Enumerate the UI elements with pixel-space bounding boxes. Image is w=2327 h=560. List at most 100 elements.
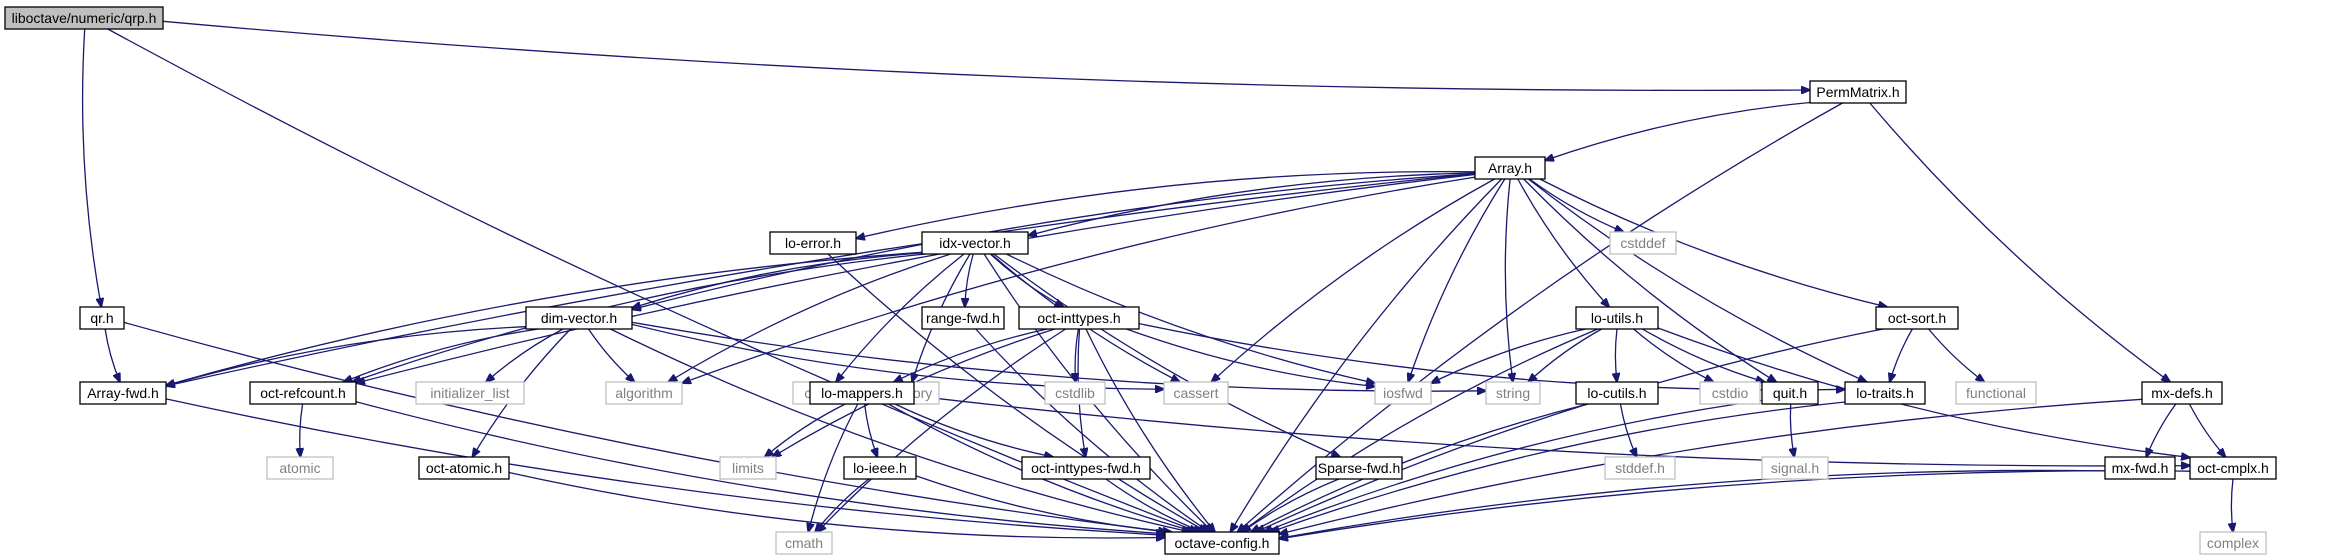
edge-mxdefs-to-octaveconfig (1279, 398, 2143, 534)
node-octinttypesfwd[interactable]: oct-inttypes-fwd.h (1021, 456, 1151, 480)
edge-array-to-lotraits (1527, 178, 1866, 382)
edge-loutils-to-cstdio (1633, 328, 1714, 382)
node-loerror[interactable]: lo-error.h (769, 231, 857, 255)
node-label-cstddef: cstddef (1620, 235, 1665, 251)
edge-idxvector-to-iosfwd (1006, 253, 1375, 383)
edge-loutils-to-quit (1642, 328, 1764, 382)
node-qr[interactable]: qr.h (79, 306, 125, 330)
node-mxdefs[interactable]: mx-defs.h (2141, 381, 2223, 405)
node-label-cassert: cassert (1173, 385, 1218, 401)
node-cstddef: cstddef (1609, 231, 1677, 255)
node-lomappers[interactable]: lo-mappers.h (809, 381, 915, 405)
node-box-loutils (1575, 306, 1659, 330)
node-label-rangefwd: range-fwd.h (926, 310, 1000, 326)
node-atomic: atomic (266, 456, 334, 480)
node-box-string (1485, 381, 1541, 405)
node-box-lomappers (809, 381, 915, 405)
node-label-lotraits: lo-traits.h (1856, 385, 1914, 401)
node-octatomic[interactable]: oct-atomic.h (418, 456, 510, 480)
node-cmath: cmath (775, 531, 833, 555)
edge-sparsefwd-to-octaveconfig (1242, 478, 1340, 532)
edge-octatomic-to-octaveconfig (508, 471, 1165, 539)
node-label-cstdio: cstdio (1712, 385, 1749, 401)
edge-idxvector-to-arrayfwd (166, 251, 923, 385)
node-octsort[interactable]: oct-sort.h (1875, 306, 1959, 330)
edge-array-to-iosfwd (1408, 178, 1506, 382)
edge-array-to-arrayfwd (166, 173, 1476, 386)
node-label-stddefh: stddef.h (1615, 460, 1665, 476)
node-qrp[interactable]: liboctave/numeric/qrp.h (4, 6, 164, 30)
edge-array-to-quit (1523, 178, 1777, 382)
node-lotraits[interactable]: lo-traits.h (1844, 381, 1926, 405)
edge-qr-to-octaveconfig (123, 321, 1167, 532)
node-array[interactable]: Array.h (1474, 156, 1546, 180)
node-locutils[interactable]: lo-cutils.h (1575, 381, 1659, 405)
node-label-sparsefwd: Sparse-fwd.h (1318, 460, 1400, 476)
node-box-lotraits (1844, 381, 1926, 405)
node-octrefcount[interactable]: oct-refcount.h (249, 381, 357, 405)
edge-octinttypesfwd-to-octaveconfig (1105, 478, 1202, 532)
edge-permmatrix-to-array (1545, 101, 1811, 161)
edge-octinttypes-to-octaveconfig (1085, 328, 1215, 532)
edge-idxvector-to-octrefcount (352, 253, 926, 382)
node-label-signalh: signal.h (1771, 460, 1819, 476)
node-label-algorithm: algorithm (615, 385, 673, 401)
edge-loieee-to-octaveconfig (915, 475, 1172, 532)
node-label-limits: limits (732, 460, 764, 476)
node-label-arrayfwd: Array-fwd.h (87, 385, 159, 401)
edge-array-to-algorithm (682, 176, 1476, 383)
node-label-array: Array.h (1488, 160, 1532, 176)
node-label-dimvector: dim-vector.h (541, 310, 617, 326)
edge-dimvector-to-octrefcount (344, 328, 539, 382)
edge-lomappers-to-loieee (863, 403, 878, 457)
edge-loutils-to-iosfwd (1431, 328, 1586, 383)
node-box-octaveconfig (1164, 531, 1280, 555)
node-arrayfwd[interactable]: Array-fwd.h (79, 381, 167, 405)
node-idxvector[interactable]: idx-vector.h (921, 231, 1029, 255)
node-rangefwd[interactable]: range-fwd.h (921, 306, 1005, 330)
edge-array-to-cstddef (1529, 178, 1624, 232)
edge-octrefcount-to-octaveconfig (355, 401, 1165, 534)
edge-octrefcount-to-atomic (300, 403, 303, 457)
node-box-atomic (266, 456, 334, 480)
node-box-sparsefwd (1315, 456, 1403, 480)
node-signalh: signal.h (1761, 456, 1829, 480)
edge-array-to-cassert (1211, 178, 1495, 382)
node-sparsefwd[interactable]: Sparse-fwd.h (1315, 456, 1403, 480)
edge-array-to-octrefcount (356, 173, 1476, 384)
node-dimvector[interactable]: dim-vector.h (525, 306, 633, 330)
edge-dimvector-to-string (631, 321, 1486, 391)
node-label-qr: qr.h (90, 310, 113, 326)
node-box-dimvector (525, 306, 633, 330)
node-box-signalh (1761, 456, 1829, 480)
node-box-stddefh (1604, 456, 1676, 480)
node-box-array (1474, 156, 1546, 180)
node-complex: complex (2199, 531, 2267, 555)
edge-octcmplx-to-complex (2231, 478, 2233, 532)
edge-dimvector-to-octaveconfig (610, 328, 1190, 532)
node-quit[interactable]: quit.h (1761, 381, 1819, 405)
node-box-rangefwd (921, 306, 1005, 330)
node-loutils[interactable]: lo-utils.h (1575, 306, 1659, 330)
node-permmatrix[interactable]: PermMatrix.h (1809, 80, 1907, 104)
node-octcmplx[interactable]: oct-cmplx.h (2189, 456, 2277, 480)
edge-array-to-dimvector (632, 172, 1476, 310)
node-box-limits (719, 456, 777, 480)
node-mxfwd[interactable]: mx-fwd.h (2104, 456, 2176, 480)
node-loieee[interactable]: lo-ieee.h (843, 456, 917, 480)
node-box-mxdefs (2141, 381, 2223, 405)
node-octaveconfig[interactable]: octave-config.h (1164, 531, 1280, 555)
edge-loutils-to-string (1528, 328, 1603, 382)
node-box-functional (1955, 381, 2037, 405)
node-algorithm: algorithm (605, 381, 683, 405)
node-box-qrp (4, 6, 164, 30)
edge-array-to-loutils (1517, 178, 1609, 307)
node-stddefh: stddef.h (1604, 456, 1676, 480)
node-box-cstdio (1699, 381, 1761, 405)
node-label-octcmplx: oct-cmplx.h (2197, 460, 2269, 476)
edge-qrp-to-permmatrix (162, 20, 1810, 90)
node-octinttypes[interactable]: oct-inttypes.h (1018, 306, 1140, 330)
node-iosfwd: iosfwd (1374, 381, 1432, 405)
node-label-lomappers: lo-mappers.h (821, 385, 903, 401)
